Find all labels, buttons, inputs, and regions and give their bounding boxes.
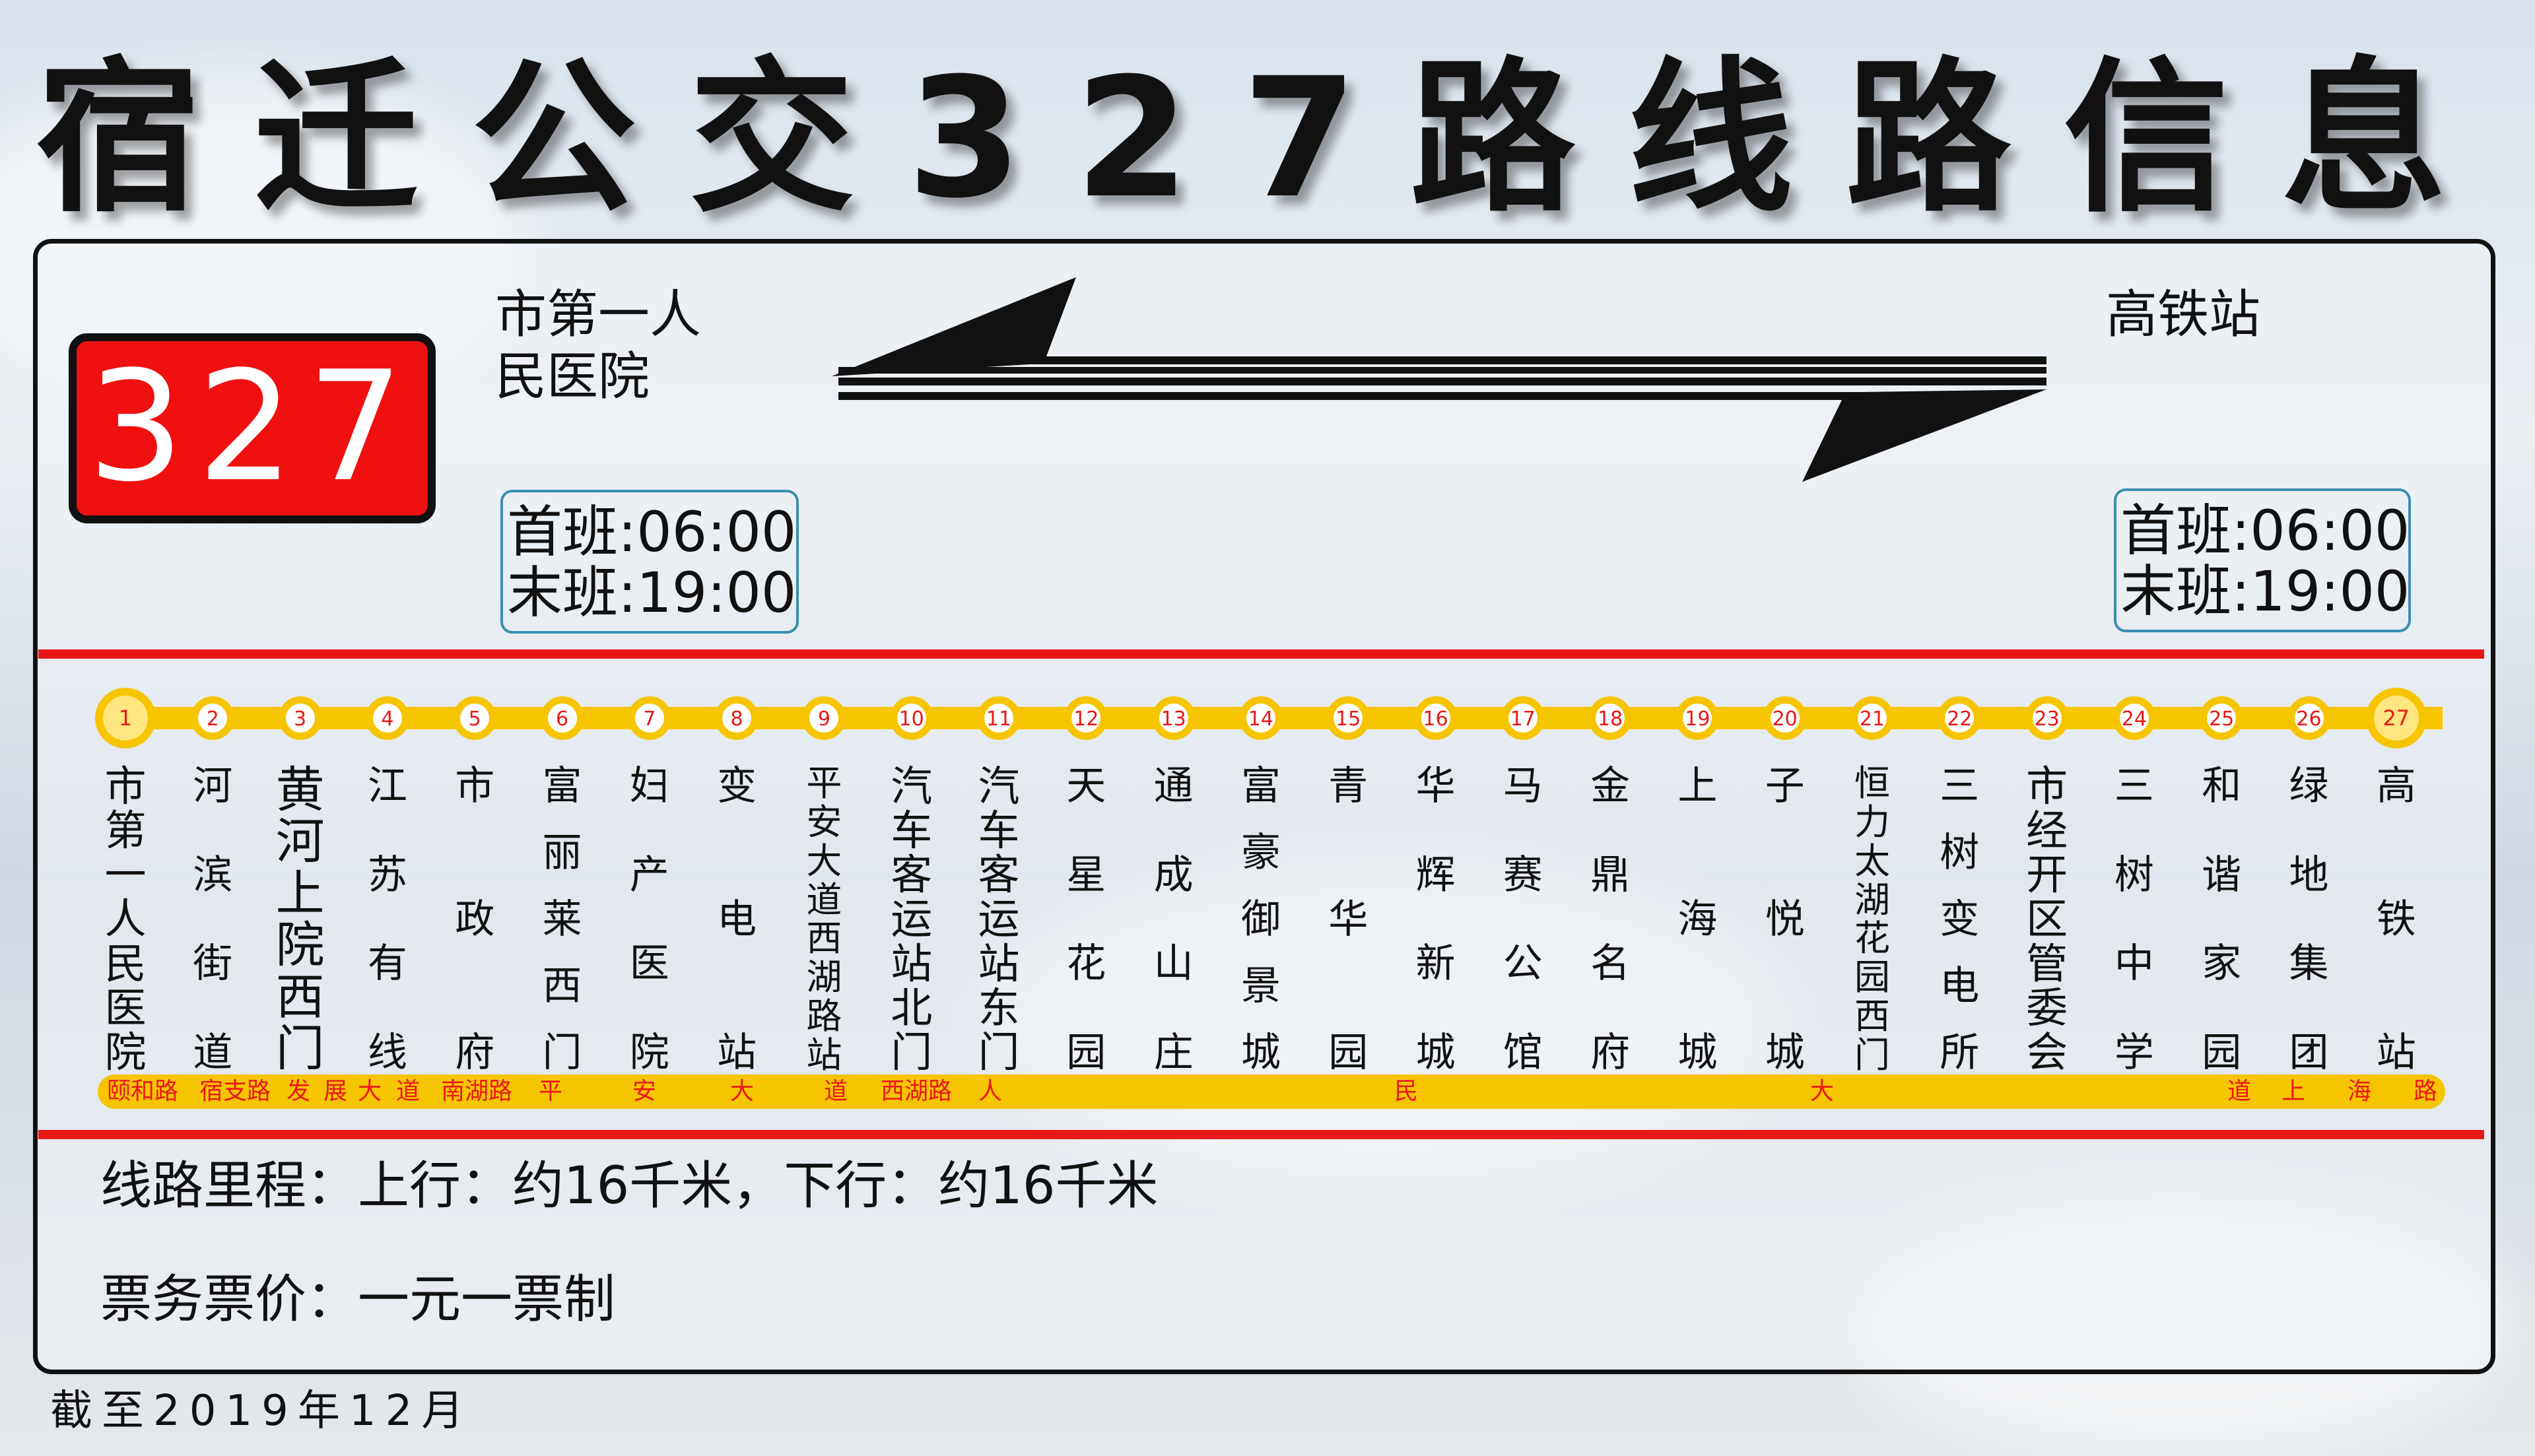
road-label: 安 bbox=[632, 1078, 657, 1105]
road-bar bbox=[98, 1075, 2445, 1109]
stop-number-marker: 26 bbox=[2287, 696, 2331, 740]
road-label: 发 bbox=[287, 1078, 311, 1105]
stop-name: 金鼎名府 bbox=[1590, 763, 1631, 1076]
stop-name: 市第一人民医院 bbox=[104, 762, 147, 1076]
road-label: 平 bbox=[539, 1078, 563, 1105]
stop-name: 河滨街道 bbox=[193, 763, 233, 1076]
road-label: 上 bbox=[2282, 1078, 2306, 1105]
stop-number-marker: 7 bbox=[627, 696, 671, 740]
stop-number-marker: 20 bbox=[1763, 696, 1807, 740]
stop-number-marker: 1 bbox=[95, 688, 156, 748]
stop-name: 平安大道西湖路站 bbox=[806, 762, 842, 1076]
stop-number-marker: 10 bbox=[889, 696, 933, 740]
stop-number-marker: 11 bbox=[977, 696, 1021, 740]
road-label: 南湖路 bbox=[441, 1078, 513, 1105]
road-label: 展 bbox=[323, 1078, 348, 1105]
stop-number-marker: 17 bbox=[1501, 696, 1545, 740]
stop-name: 汽车客运站东门 bbox=[978, 762, 1020, 1076]
stop-number-marker: 3 bbox=[278, 696, 322, 740]
stop-name: 市经开区管委会 bbox=[2026, 762, 2068, 1076]
stop-number-marker: 15 bbox=[1326, 696, 1370, 740]
stop-name: 妇产医院 bbox=[629, 763, 669, 1076]
stop-name: 上海城 bbox=[1677, 763, 1718, 1076]
stop-name: 通成山庄 bbox=[1153, 763, 1194, 1076]
road-label: 道 bbox=[824, 1078, 848, 1105]
road-label: 颐和路 bbox=[107, 1078, 179, 1105]
stop-name: 黄河上院西门 bbox=[275, 762, 325, 1077]
divider-line bbox=[38, 649, 2484, 659]
stop-number-marker: 24 bbox=[2112, 696, 2156, 740]
route-info-panel bbox=[33, 239, 2495, 1374]
stop-number-marker: 6 bbox=[540, 696, 584, 740]
last-bus-time: 末班:19:00 bbox=[507, 560, 797, 625]
direction-arrows-icon bbox=[832, 277, 2046, 482]
road-label: 道 bbox=[2227, 1078, 2252, 1105]
stop-number-marker: 4 bbox=[365, 696, 409, 740]
stop-number-marker: 5 bbox=[453, 696, 497, 740]
stop-number-marker: 2 bbox=[191, 696, 235, 740]
first-bus-time: 首班:06:00 bbox=[507, 500, 797, 564]
terminal-left: 市第一人民医院 bbox=[495, 285, 702, 407]
road-label: 宿支路 bbox=[199, 1078, 271, 1105]
stop-number-marker: 25 bbox=[2200, 696, 2244, 740]
stop-name: 天星花园 bbox=[1066, 763, 1106, 1076]
page-title: 宿迁公交327路线路信息 bbox=[36, 42, 2499, 234]
road-label: 道 bbox=[396, 1078, 421, 1105]
stop-number-marker: 9 bbox=[802, 696, 846, 740]
first-bus-time: 首班:06:00 bbox=[2120, 498, 2410, 563]
stop-number-marker: 12 bbox=[1064, 696, 1108, 740]
route-number-badge: 327 bbox=[69, 333, 436, 523]
stop-number-marker: 14 bbox=[1238, 696, 1283, 740]
stop-number-marker: 13 bbox=[1151, 696, 1196, 740]
stop-number-marker: 18 bbox=[1588, 696, 1633, 740]
stop-name: 恒力太湖花园西门 bbox=[1854, 762, 1890, 1076]
stop-name: 三树中学 bbox=[2114, 763, 2154, 1076]
stop-number-marker: 19 bbox=[1675, 696, 1720, 740]
stop-number-marker: 27 bbox=[2365, 688, 2427, 748]
road-label: 大 bbox=[730, 1078, 755, 1105]
stop-name: 富豪御景城 bbox=[1240, 763, 1281, 1076]
stop-name: 市政府 bbox=[455, 763, 495, 1076]
road-label: 大 bbox=[358, 1078, 382, 1105]
stop-name: 变电站 bbox=[717, 763, 757, 1076]
terminal-right: 高铁站 bbox=[2106, 285, 2261, 345]
fare-info: 票务票价：一元一票制 bbox=[100, 1270, 616, 1329]
stop-name: 三树变电所 bbox=[1940, 763, 1980, 1076]
road-label: 民 bbox=[1394, 1078, 1419, 1105]
stop-name: 高铁站 bbox=[2376, 763, 2416, 1076]
stop-name: 青华园 bbox=[1328, 763, 1369, 1076]
stop-name: 马赛公馆 bbox=[1503, 763, 1543, 1076]
stop-number-marker: 8 bbox=[715, 696, 759, 740]
road-label: 西湖路 bbox=[881, 1078, 953, 1105]
stop-number-marker: 16 bbox=[1413, 696, 1458, 740]
route-distance: 线路里程：上行：约16千米，下行：约16千米 bbox=[100, 1156, 1159, 1216]
schedule-right: 首班:06:00 末班:19:00 bbox=[2114, 488, 2411, 632]
date-footnote: 截至2019年12月 bbox=[50, 1387, 473, 1436]
stop-number-marker: 23 bbox=[2025, 696, 2069, 740]
stop-number-marker: 21 bbox=[1850, 696, 1894, 740]
road-label: 大 bbox=[1810, 1078, 1835, 1105]
stop-name: 和谐家园 bbox=[2202, 763, 2242, 1076]
stop-name: 富丽莱西门 bbox=[542, 763, 582, 1076]
stop-number-marker: 22 bbox=[1938, 696, 1982, 740]
stop-name: 华辉新城 bbox=[1415, 763, 1456, 1076]
last-bus-time: 末班:19:00 bbox=[2120, 559, 2410, 624]
road-label: 海 bbox=[2348, 1078, 2372, 1105]
road-label: 人 bbox=[978, 1078, 1003, 1105]
stop-name: 江苏有线 bbox=[367, 763, 407, 1076]
stop-name: 汽车客运站北门 bbox=[891, 762, 933, 1076]
stop-name: 子悦城 bbox=[1765, 763, 1805, 1076]
schedule-left: 首班:06:00 末班:19:00 bbox=[500, 490, 799, 634]
road-label: 路 bbox=[2414, 1078, 2438, 1105]
stop-name: 绿地集团 bbox=[2289, 763, 2329, 1076]
divider-line bbox=[38, 1130, 2484, 1139]
